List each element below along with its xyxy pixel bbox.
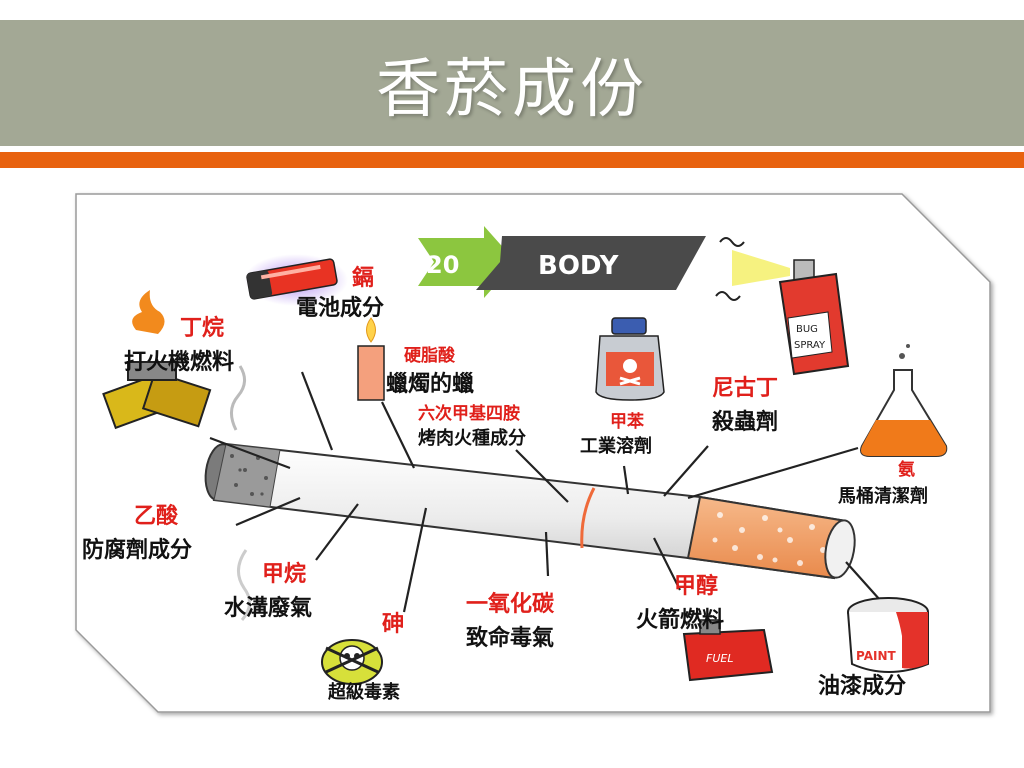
label-arsenic-use: 超級毒素 [328, 682, 400, 703]
bug-spray-illustration: BUG SPRAY [715, 237, 850, 376]
label-cadmium: 鎘 [352, 266, 375, 291]
paint-text: PAINT [856, 649, 896, 663]
label-acetic-acid: 乙酸 [134, 504, 179, 529]
label-methanol: 甲醇 [674, 574, 719, 599]
lighters-illustration [102, 290, 212, 430]
label-stearic-acid-use: 蠟燭的蠟 [386, 372, 475, 397]
flask-illustration [860, 344, 948, 457]
label-toluene-use: 工業溶劑 [580, 436, 652, 457]
label-hexamine: 六次甲基四胺 [418, 404, 520, 424]
can-text-2: SPRAY [794, 340, 826, 351]
label-stearic-acid: 硬脂酸 [404, 346, 455, 366]
label-cadmium-use: 電池成分 [296, 296, 385, 321]
label-nicotine-use: 殺蟲劑 [712, 410, 779, 435]
label-paint-use: 油漆成分 [818, 674, 907, 699]
divider-orange [0, 152, 1024, 168]
label-ammonia: 氨 [898, 460, 915, 480]
battery-illustration [244, 254, 348, 306]
pointer-lines [209, 371, 881, 613]
label-butane: 丁烷 [180, 316, 225, 341]
logo-word: BODY [538, 251, 620, 281]
cigarette-illustration [204, 365, 856, 621]
label-methane: 甲烷 [262, 562, 307, 587]
can-text-1: BUG [796, 324, 818, 335]
fuel-text: FUEL [706, 652, 733, 665]
fuel-can-illustration: FUEL [682, 619, 774, 682]
label-methane-use: 水溝廢氣 [224, 596, 313, 621]
label-toluene: 甲苯 [610, 412, 644, 432]
paint-can-illustration: PAINT [847, 597, 929, 673]
label-acetic-acid-use: 防腐劑成分 [82, 538, 193, 563]
label-arsenic: 砷 [382, 612, 405, 637]
logo-20-body [418, 226, 706, 298]
label-carbon-monoxide: 一氧化碳 [466, 592, 555, 617]
skull-illustration [321, 639, 383, 685]
label-ammonia-use: 馬桶清潔劑 [838, 486, 928, 507]
toxic-bottle-illustration [595, 317, 665, 401]
slide-title: 香菸成份 [376, 53, 648, 127]
card-frame [75, 193, 991, 713]
title-bar [0, 20, 1024, 146]
label-methanol-use: 火箭燃料 [636, 608, 725, 633]
divider-white [0, 146, 1024, 152]
label-hexamine-use: 烤肉火種成分 [418, 428, 526, 449]
label-butane-use: 打火機燃料 [124, 350, 235, 375]
label-nicotine: 尼古丁 [712, 376, 779, 401]
candle-illustration [357, 317, 385, 401]
logo-number: 20 [426, 251, 459, 279]
label-carbon-monoxide-use: 致命毒氣 [466, 626, 555, 651]
